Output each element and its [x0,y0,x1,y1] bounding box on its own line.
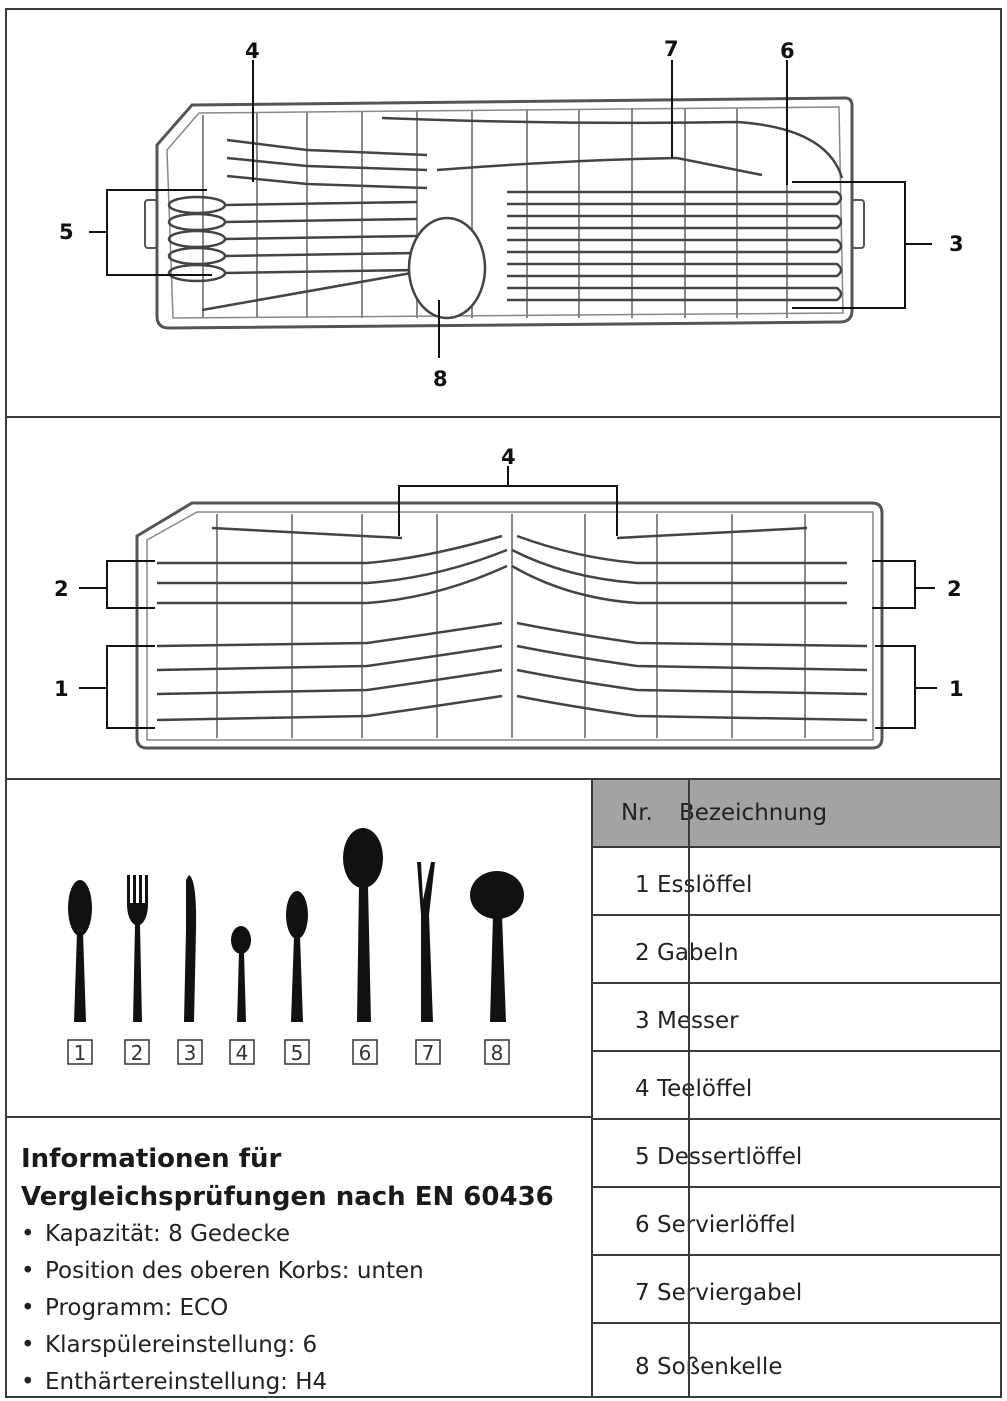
table-row: 4 Teelöffel [593,1052,1000,1120]
cutlery-legend: 1 2 3 4 5 6 7 8 [7,780,593,1118]
callout-1-left: 1 [54,677,69,701]
legend-num-3: 3 [184,1041,197,1065]
top-tray-diagram: 4 7 6 5 3 8 [7,10,1000,418]
info-list: •Kapazität: 8 Gedecke •Position des ober… [21,1216,591,1401]
table-row: 8 Soßenkelle [635,1354,783,1380]
utensil-rows [156,526,868,722]
page-frame: 4 7 6 5 3 8 [5,8,1002,1398]
legend-num-8: 8 [491,1041,504,1065]
tray-outline [155,96,854,330]
tray-handle-left [144,199,158,249]
middle-tray-svg: 4 2 2 1 1 [54,445,964,750]
utensils-left [167,138,428,312]
table-row: 3 Messer [593,984,1000,1052]
dessert-spoon-icon [286,891,308,1022]
middle-tray-diagram: 4 2 2 1 1 [7,418,1000,780]
header-name: Bezeichnung [679,800,828,826]
tray-dividers-2 [216,514,806,738]
fork-icon [127,875,148,1022]
serving-fork-icon [417,862,435,1022]
callout-1-right: 1 [949,677,964,701]
callout-2-left: 2 [54,577,69,601]
table-row: 7 Serviergabel [593,1256,1000,1324]
table-column-divider [688,780,690,1396]
tablespoon-icon [68,880,92,1022]
table-row: 1 Esslöffel [593,848,1000,916]
callout-lines-2 [79,466,937,729]
ladle-icon [470,871,524,1022]
teaspoon-icon [231,926,251,1022]
tray-outline-2 [135,501,884,750]
legend-num-7: 7 [422,1041,435,1065]
callout-4: 4 [245,39,260,63]
table-row: 6 Servierlöffel [593,1188,1000,1256]
list-item: •Position des oberen Korbs: unten [21,1258,424,1284]
header-nr: Nr. [621,800,653,826]
callout-3: 3 [949,232,964,256]
callout-5: 5 [59,220,74,244]
tray-handle-right [851,199,865,249]
tray-dividers [202,107,788,318]
table-header: Nr. Bezeichnung [593,780,1000,848]
info-title-line2: Vergleichsprüfungen nach EN 60436 [21,1182,554,1212]
list-item: •Klarspülereinstellung: 6 [21,1332,318,1358]
knife-icon [184,875,197,1022]
callout-6: 6 [780,39,795,63]
list-item: •Kapazität: 8 Gedecke [21,1221,291,1247]
callout-8: 8 [433,367,448,391]
cutlery-table: Nr. Bezeichnung 1 Esslöffel 2 Gabeln 3 M… [593,780,1000,1396]
utensils-right [381,116,844,302]
callout-7: 7 [664,37,679,61]
cutlery-icons-svg: 1 2 3 4 5 6 7 8 [67,828,524,1065]
legend-num-1: 1 [74,1041,87,1065]
list-item: •Enthärtereinstellung: H4 [21,1369,328,1395]
table-row: 5 Dessertlöffel [593,1120,1000,1188]
bottom-section: 1 2 3 4 5 6 7 8 Informationen für Vergle… [7,780,1000,1396]
info-title-line1: Informationen für [21,1144,282,1174]
serving-spoon-icon [343,828,383,1022]
number-boxes [67,1039,510,1065]
callout-4b: 4 [501,445,516,469]
ladle-shape [407,216,487,320]
table-row: 2 Gabeln [593,916,1000,984]
test-info-block: Informationen für Vergleichsprüfungen na… [7,1118,593,1396]
legend-num-2: 2 [131,1041,144,1065]
callout-lines [89,60,932,358]
legend-num-5: 5 [291,1041,304,1065]
legend-num-6: 6 [359,1041,372,1065]
callout-2-right: 2 [947,577,962,601]
legend-num-4: 4 [236,1041,249,1065]
top-tray-svg: 4 7 6 5 3 8 [59,37,964,391]
list-item: •Programm: ECO [21,1295,229,1321]
